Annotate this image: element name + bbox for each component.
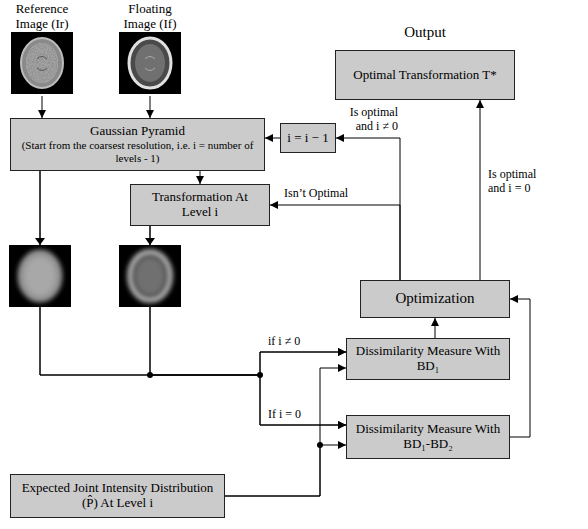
output-box: OutputOptimal Transformation T* [335, 50, 515, 100]
floating-brain-image [119, 32, 181, 94]
input-box: Expected Joint Intensity Distribution (P… [10, 474, 225, 518]
junction-dot [257, 372, 263, 378]
node-text: (Start from the coarsest resolution, i.e… [16, 139, 259, 164]
connector [265, 138, 280, 139]
node-text: Transformation At Level i [136, 190, 264, 220]
node-text: Optimal Transformation T* [353, 68, 496, 83]
ventricle [37, 57, 47, 71]
image-ground [9, 245, 71, 307]
connector [435, 318, 436, 338]
blurred-floating-image [119, 245, 181, 307]
brain [135, 257, 165, 295]
node-text: Expected Joint Intensity Distribution (P… [16, 481, 219, 511]
image-ground [11, 32, 73, 94]
process-box: Transformation At Level i [130, 184, 270, 226]
connector [510, 299, 530, 437]
skull [129, 38, 171, 88]
process-box: i = i − 1 [280, 123, 336, 153]
image-panel: Floating Image (If) [112, 2, 188, 96]
connector [40, 171, 346, 375]
connector [336, 138, 400, 280]
connector [42, 96, 43, 118]
brain [24, 256, 56, 296]
arrow-head [145, 238, 155, 245]
heading-text: Floating Image (If) [112, 2, 188, 32]
process-box: Dissimilarity Measure With BD₁-BD₂ [346, 415, 510, 459]
edge-label: If i = 0 [266, 408, 303, 422]
process-box: Gaussian Pyramid(Start from the coarsest… [10, 118, 265, 171]
skull [129, 251, 171, 301]
heading-text: Output [336, 24, 514, 41]
image-ground [119, 245, 181, 307]
node-text: i = i − 1 [287, 131, 328, 146]
image-panel: Reference Image (Ir) [4, 2, 80, 96]
blurred-brain [19, 251, 61, 301]
process-box: Optimization [360, 280, 510, 318]
edge-label: Isn’t Optimal [282, 187, 350, 201]
node-text: Optimization [395, 290, 474, 307]
reference-brain-image [11, 32, 73, 94]
connector [200, 171, 201, 184]
arrow-head [35, 238, 45, 245]
edge-label: Is optimal and i = 0 [486, 168, 552, 196]
junction-dot [147, 372, 153, 378]
skull [19, 251, 61, 301]
node-text: Dissimilarity Measure With BD₁ [352, 344, 504, 374]
brain [26, 43, 58, 83]
edge-label: Is optimal and i ≠ 0 [338, 106, 400, 134]
junction-dot [317, 442, 323, 448]
connector [270, 205, 400, 280]
edge-label: if i ≠ 0 [266, 335, 302, 349]
node-text: Dissimilarity Measure With BD₁-BD₂ [352, 422, 504, 452]
connector [40, 171, 346, 425]
ventricle [145, 57, 155, 71]
connector [225, 368, 346, 496]
image-ground [119, 32, 181, 94]
process-box: Dissimilarity Measure With BD₁ [346, 338, 510, 380]
connector [150, 96, 151, 118]
heading-text: Reference Image (Ir) [4, 2, 80, 32]
blurred-brain [129, 251, 171, 301]
connector [225, 445, 346, 496]
node-text: Gaussian Pyramid [90, 124, 185, 139]
brain [135, 44, 165, 82]
connector [480, 100, 481, 280]
skull [21, 38, 63, 88]
blurred-reference-image [9, 245, 71, 307]
